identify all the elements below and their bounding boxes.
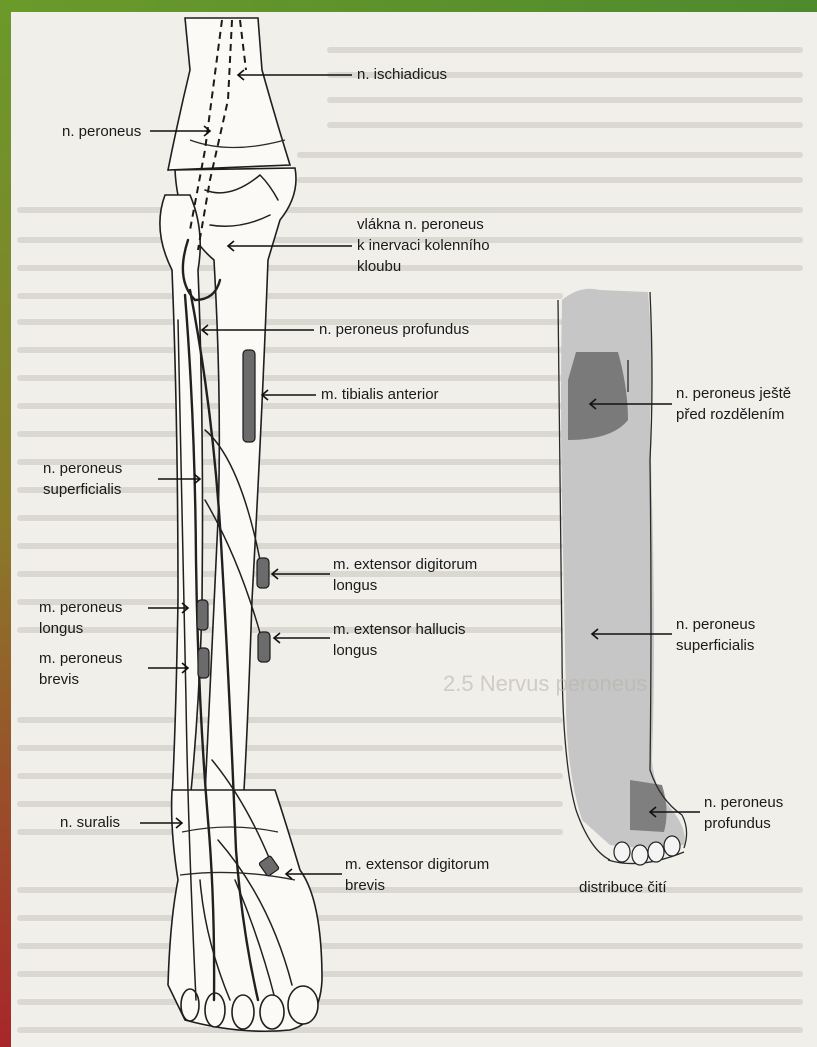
label-vlakna-line1: vlákna n. peroneus: [357, 215, 484, 234]
label-superficialis-line2: superficialis: [43, 480, 121, 499]
leg-skeleton: [160, 18, 322, 1031]
label-before-division-line1: n. peroneus ještě: [676, 384, 791, 403]
label-right-profundus-line1: n. peroneus: [704, 793, 783, 812]
label-vlakna-line2: k inervaci kolenního: [357, 236, 490, 255]
label-ext-dig-brevis-line1: m. extensor digitorum: [345, 855, 489, 874]
label-n-peroneus-profundus: n. peroneus profundus: [319, 320, 469, 339]
label-peroneus-longus-line2: longus: [39, 619, 83, 638]
label-ext-hallucis-line2: longus: [333, 641, 377, 660]
label-ext-dig-brevis-line2: brevis: [345, 876, 385, 895]
label-peroneus-brevis-line2: brevis: [39, 670, 79, 689]
label-superficialis-line1: n. peroneus: [43, 459, 122, 478]
label-n-peroneus: n. peroneus: [62, 122, 141, 141]
label-vlakna-line3: kloubu: [357, 257, 401, 276]
label-ext-digitorum-line2: longus: [333, 576, 377, 595]
label-right-superficialis-line2: superficialis: [676, 636, 754, 655]
top-frame-bar: [0, 0, 817, 12]
anatomy-illustration: [11, 12, 817, 1047]
background-page-text: [20, 50, 800, 1030]
label-n-suralis: n. suralis: [60, 813, 120, 832]
label-ext-hallucis-line1: m. extensor hallucis: [333, 620, 466, 639]
caption-distribuce-citi: distribuce čití: [579, 878, 667, 897]
label-m-tibialis-anterior: m. tibialis anterior: [321, 385, 439, 404]
label-right-superficialis-line1: n. peroneus: [676, 615, 755, 634]
diagram-canvas: n. ischiadicus n. peroneus vlákna n. per…: [11, 12, 817, 1047]
sensory-distribution-leg: [558, 289, 687, 865]
label-before-division-line2: před rozdělením: [676, 405, 784, 424]
left-frame-bar: [0, 0, 11, 1047]
background-heading: 2.5 Nervus peroneus: [443, 674, 647, 693]
label-peroneus-brevis-line1: m. peroneus: [39, 649, 122, 668]
label-n-ischiadicus: n. ischiadicus: [357, 65, 447, 84]
label-ext-digitorum-line1: m. extensor digitorum: [333, 555, 477, 574]
label-right-profundus-line2: profundus: [704, 814, 771, 833]
label-peroneus-longus-line1: m. peroneus: [39, 598, 122, 617]
